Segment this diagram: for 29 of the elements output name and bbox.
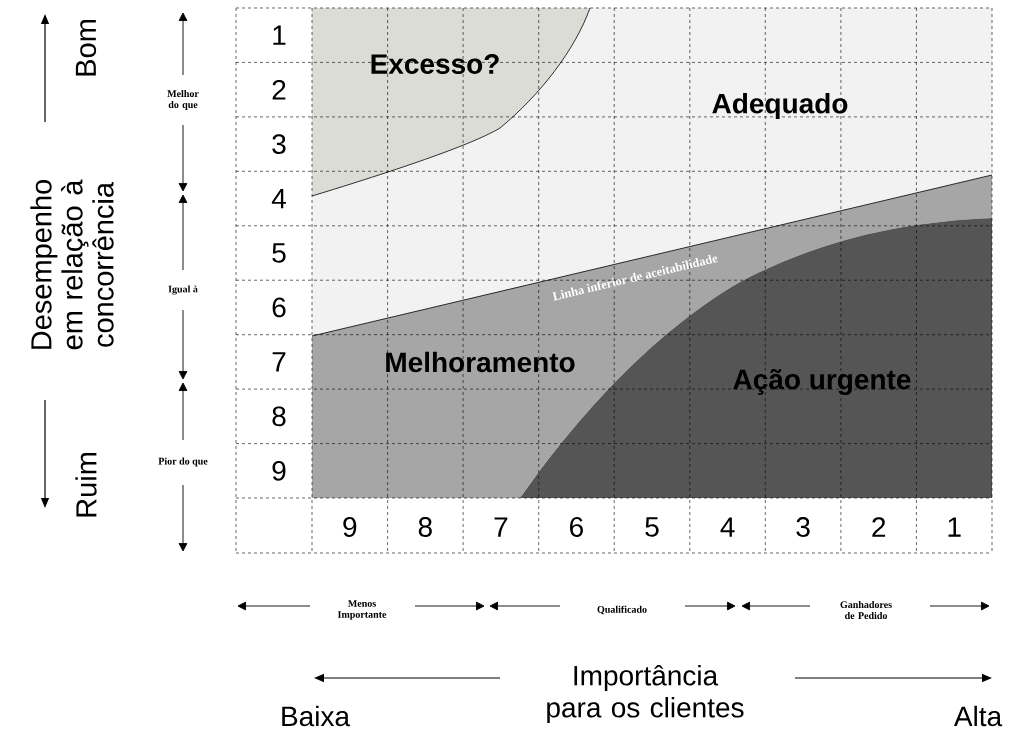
range-label: Melhor do que <box>167 89 199 111</box>
range-label: Igual à <box>168 285 198 295</box>
row-number: 9 <box>272 460 286 481</box>
row-number: 4 <box>271 188 286 209</box>
column-number: 2 <box>872 517 886 537</box>
shaded-region: Excesso? <box>311 7 591 197</box>
column-number: 1 <box>948 517 961 537</box>
row-number: 2 <box>272 79 286 100</box>
range-label: Ganhadores de Pedido <box>840 601 892 619</box>
range-label: Menos Importante <box>337 600 387 620</box>
axis-label: Baixa <box>282 705 350 727</box>
row-number: 6 <box>272 297 286 318</box>
row-number: 5 <box>272 243 286 263</box>
row-number: 7 <box>272 352 286 372</box>
axis-label: Ruim <box>75 453 97 517</box>
axis-title: Importância para os clientes <box>547 664 744 724</box>
column-number: 7 <box>494 517 508 537</box>
row-number: 1 <box>273 25 286 45</box>
column-number: 4 <box>720 517 735 537</box>
range-label: Pior do que <box>158 457 208 467</box>
row-number: 3 <box>272 134 286 154</box>
row-number: 8 <box>272 406 286 427</box>
range-label: Qualificado <box>597 605 647 615</box>
axis-label: Alta <box>953 705 1003 727</box>
axis-title: Desempenho em relação à concorrência <box>30 179 114 350</box>
column-number: 6 <box>570 517 583 537</box>
column-number: 3 <box>796 517 810 537</box>
column-number: 5 <box>645 517 659 537</box>
axis-label: Bom <box>75 20 97 76</box>
